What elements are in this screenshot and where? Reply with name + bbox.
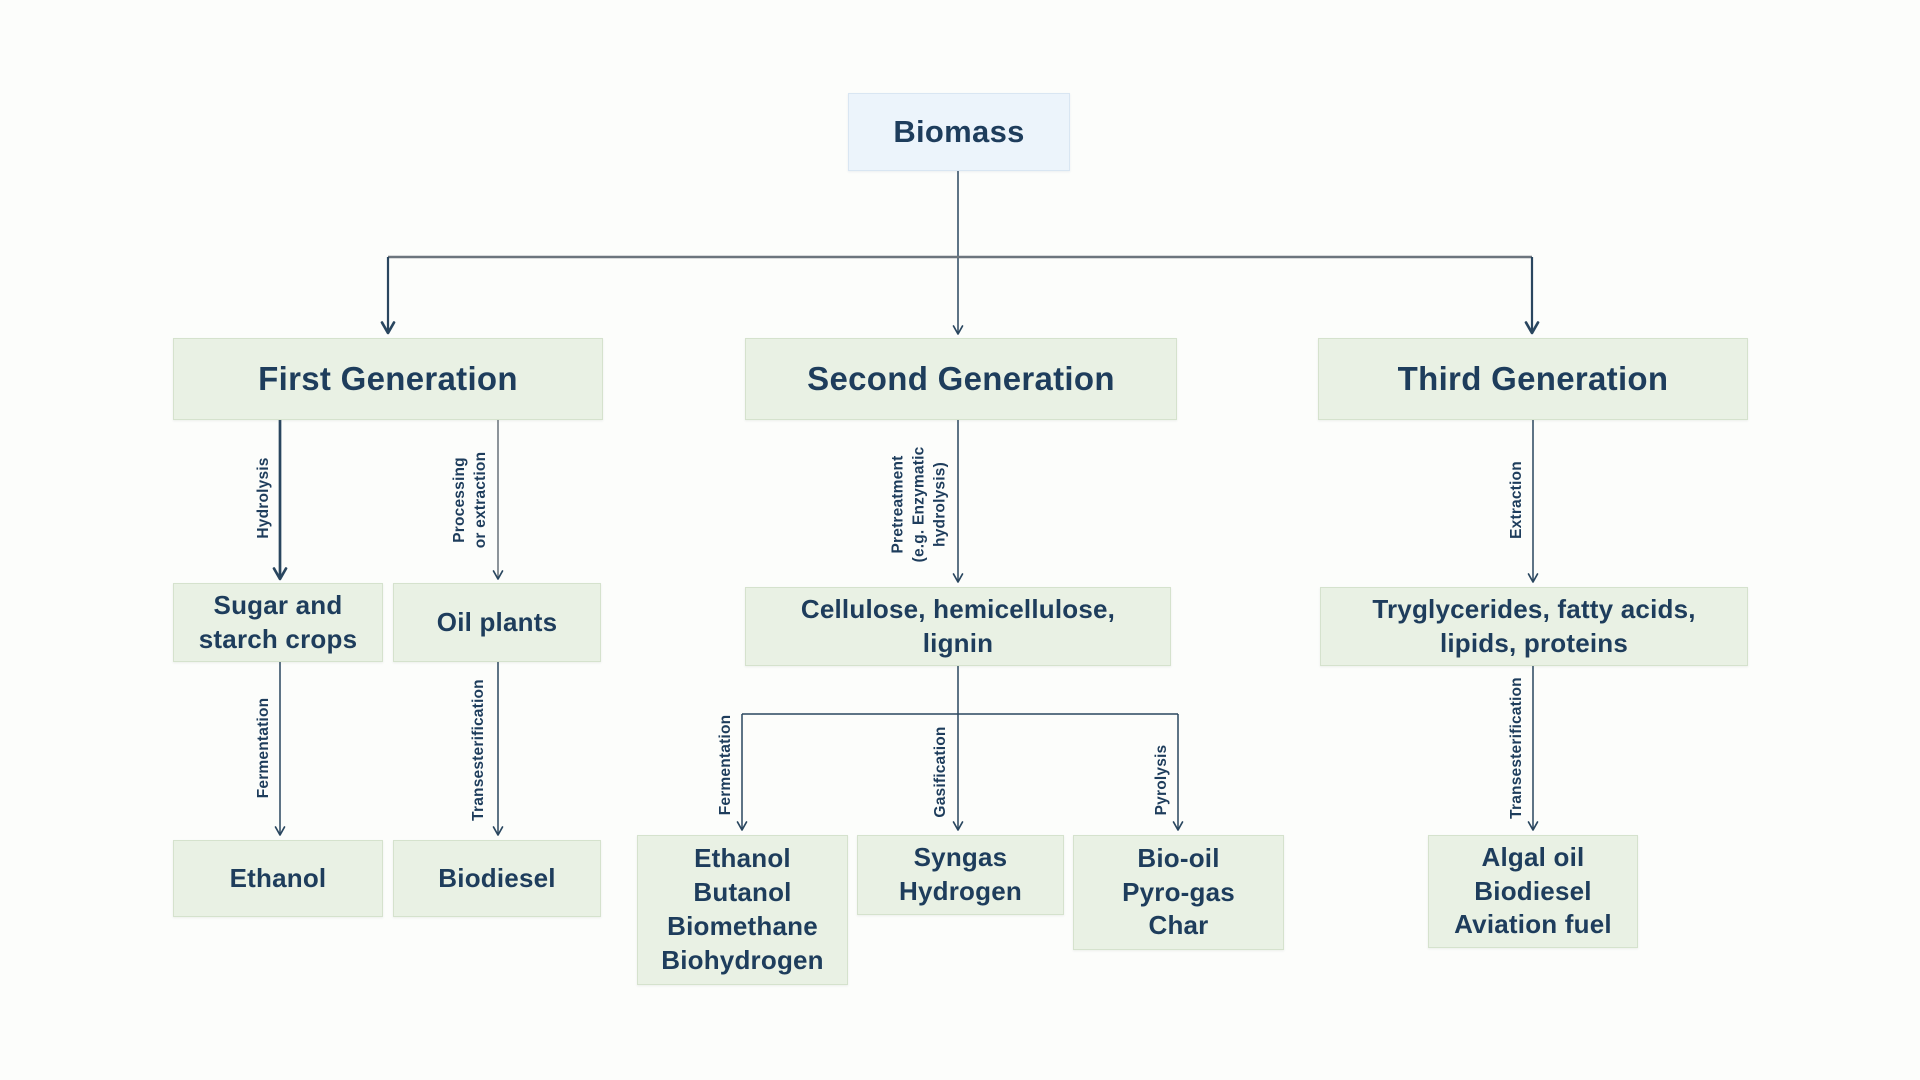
node-biomass: Biomass bbox=[848, 93, 1070, 171]
edge-label-pretreatment: Pretreatment (e.g. Enzymatic hydrolysis) bbox=[889, 446, 949, 563]
edge-label-transesterification-1: Transesterification bbox=[469, 679, 487, 821]
edge-label-extraction: Extraction bbox=[1507, 461, 1525, 539]
node-first-generation: First Generation bbox=[173, 338, 603, 420]
node-ethanol: Ethanol bbox=[173, 840, 383, 917]
node-third-generation: Third Generation bbox=[1318, 338, 1748, 420]
node-oil-plants: Oil plants bbox=[393, 583, 601, 662]
edge-label-gasification: Gasification bbox=[931, 726, 949, 818]
node-bio-oil-pyro-gas-char: Bio-oil Pyro-gas Char bbox=[1073, 835, 1284, 950]
node-fermentation-products: Ethanol Butanol Biomethane Biohydrogen bbox=[637, 835, 848, 985]
edge-label-pyrolysis: Pyrolysis bbox=[1152, 744, 1170, 816]
node-algal-oil-products: Algal oil Biodiesel Aviation fuel bbox=[1428, 835, 1638, 948]
node-second-generation: Second Generation bbox=[745, 338, 1177, 420]
node-biodiesel: Biodiesel bbox=[393, 840, 601, 917]
node-triglycerides: Tryglycerides, fatty acids, lipids, prot… bbox=[1320, 587, 1748, 666]
edge-label-fermentation-1: Fermentation bbox=[254, 697, 272, 799]
node-cellulose-hemicellulose-lignin: Cellulose, hemicellulose, lignin bbox=[745, 587, 1171, 666]
edge-label-fermentation-2: Fermentation bbox=[716, 714, 734, 816]
edge-label-processing-or-extraction: Processing or extraction bbox=[451, 451, 489, 549]
edge-label-hydrolysis: Hydrolysis bbox=[254, 457, 272, 539]
edge-label-transesterification-2: Transesterification bbox=[1507, 677, 1525, 819]
node-sugar-starch-crops: Sugar and starch crops bbox=[173, 583, 383, 662]
node-syngas-hydrogen: Syngas Hydrogen bbox=[857, 835, 1064, 915]
